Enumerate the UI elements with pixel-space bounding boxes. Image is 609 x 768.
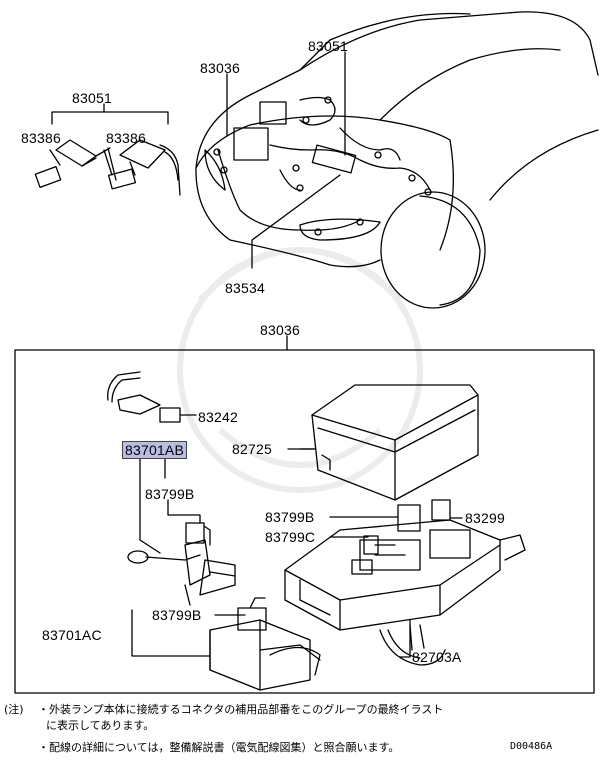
part-label-83799B-b[interactable]: 83799B bbox=[265, 509, 315, 525]
leader-82703A bbox=[399, 619, 411, 658]
part-label-83799B-a[interactable]: 83799B bbox=[145, 486, 195, 502]
part-label-83242[interactable]: 83242 bbox=[198, 409, 238, 425]
part-label-83386-a[interactable]: 83386 bbox=[21, 130, 61, 146]
part-label-83051-top[interactable]: 83051 bbox=[308, 38, 348, 54]
part-label-83051-left[interactable]: 83051 bbox=[72, 90, 112, 106]
part-label-83799C[interactable]: 83799C bbox=[265, 529, 316, 545]
part-label-83534[interactable]: 83534 bbox=[225, 280, 265, 296]
note-line-2: ・配線の詳細については，整備解説書（電気配線図集）と照合願います。 bbox=[38, 741, 400, 754]
part-label-83701AC[interactable]: 83701AC bbox=[42, 627, 102, 643]
relay-box-82703A bbox=[284, 499, 526, 666]
note-prefix: (注) bbox=[4, 703, 24, 716]
part-label-82703A[interactable]: 82703A bbox=[412, 649, 462, 665]
part-label-83701AB-highlighted[interactable]: 83701AB bbox=[122, 441, 188, 459]
wiring-harness-engine bbox=[213, 96, 432, 236]
watermark-emblem bbox=[177, 247, 423, 493]
part-label-83299[interactable]: 83299 bbox=[465, 510, 505, 526]
part-label-83386-b[interactable]: 83386 bbox=[106, 130, 146, 146]
terminal-83701AC bbox=[131, 597, 321, 691]
diagram-code: D00486A bbox=[510, 741, 553, 752]
connector-group-83051 bbox=[34, 103, 181, 196]
part-label-83799B-c[interactable]: 83799B bbox=[152, 607, 202, 623]
fuse-box-cover-82725 bbox=[299, 384, 479, 501]
note-line-1: ・外装ランプ本体に接続するコネクタの補用品部番をこのグループの最終イラスト bbox=[38, 703, 444, 716]
leader-83701AB bbox=[139, 457, 166, 554]
part-label-83036-top[interactable]: 83036 bbox=[200, 60, 240, 76]
detail-frame bbox=[14, 349, 595, 694]
car-body-outline bbox=[195, 11, 599, 309]
leader-83534 bbox=[251, 174, 341, 269]
fuse-83799B-a bbox=[167, 499, 211, 546]
part-label-83036-box[interactable]: 83036 bbox=[260, 322, 300, 338]
note-line-1b: に表示してあります。 bbox=[46, 719, 155, 732]
connector-83242 bbox=[107, 371, 197, 423]
part-label-82725[interactable]: 82725 bbox=[232, 441, 272, 457]
battery-cable-terminal bbox=[127, 539, 236, 606]
